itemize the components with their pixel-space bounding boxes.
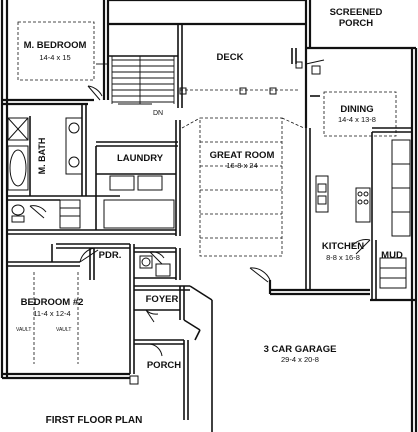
bath-fixtures: [7, 117, 175, 277]
room-laundry-name: LAUNDRY: [117, 153, 164, 164]
room-dining-size: 14-4 x 13-8: [338, 115, 376, 124]
room-garage-size: 29-4 x 20-8: [281, 355, 319, 364]
vault-note-left: VAULT: [16, 327, 31, 333]
room-kitchen-name: KITCHEN: [322, 241, 364, 252]
kitchen-fixtures: [311, 65, 411, 289]
room-bedroom2-name: BEDROOM #2: [21, 297, 84, 308]
room-deck-name: DECK: [217, 52, 244, 63]
room-garage-name: 3 CAR GARAGE: [264, 344, 337, 355]
room-foyer-name: FOYER: [146, 294, 179, 305]
room-great-room-name: GREAT ROOM: [210, 150, 275, 161]
room-labels: M. BEDROOM 14-4 x 15 SCREENED PORCH DECK…: [21, 7, 403, 371]
door-swings: [29, 59, 371, 357]
room-kitchen-size: 8-8 x 16-8: [326, 253, 360, 262]
staircase: [96, 56, 175, 105]
room-screened-porch-name-1: SCREENED: [330, 7, 383, 18]
plan-notes: DN VAULT VAULT: [16, 110, 163, 333]
room-great-room-size: 16-8 x 24: [226, 161, 257, 170]
room-powder-name: PDR.: [99, 250, 122, 261]
room-porch-name: PORCH: [147, 360, 181, 371]
ceiling-detail-dashed: [17, 21, 397, 364]
deck-posts: [129, 61, 303, 385]
room-dining-name: DINING: [340, 104, 373, 115]
stair-down-note: DN: [153, 110, 163, 117]
room-master-bath-name: M. BATH: [37, 138, 47, 175]
room-master-bedroom-size: 14-4 x 15: [39, 53, 70, 62]
room-master-bedroom-name: M. BEDROOM: [24, 40, 87, 51]
room-bedroom2-size: 11-4 x 12-4: [33, 309, 70, 318]
room-screened-porch-name-2: PORCH: [339, 18, 373, 29]
vault-note-right: VAULT: [56, 327, 71, 333]
room-mud-name: MUD: [381, 250, 403, 261]
plan-title: FIRST FLOOR PLAN: [46, 415, 143, 426]
interior-walls: [7, 24, 412, 432]
